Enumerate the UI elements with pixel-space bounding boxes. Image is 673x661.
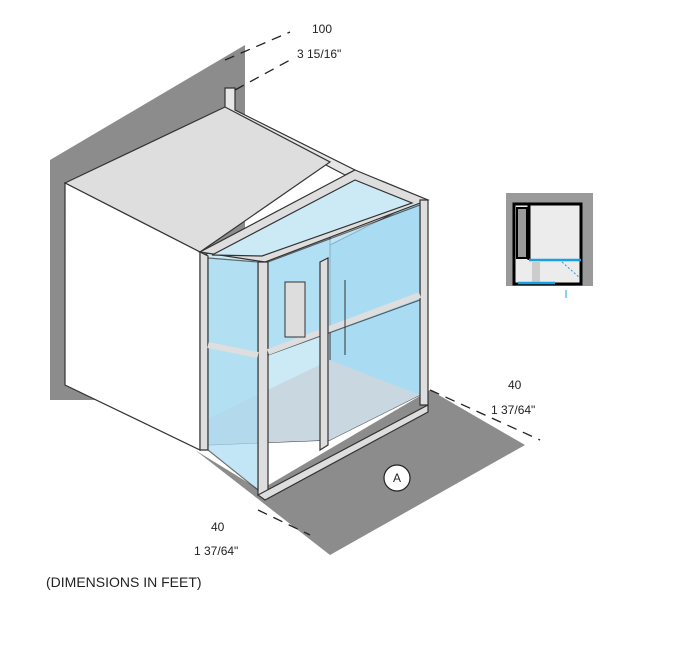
- shower-panel: [284, 281, 306, 338]
- top-dimension-value: 100: [312, 22, 333, 36]
- dimension-lines: [224, 31, 541, 536]
- floor-shadow: [195, 390, 525, 555]
- dimensions-caption: (DIMENSIONS IN FEET): [46, 574, 202, 590]
- front-dimension-imperial: 1 37/64": [194, 544, 239, 558]
- mini-floor-plan: [506, 193, 593, 298]
- right-dimension-value: 40: [508, 378, 522, 392]
- marker-a-circle: [383, 464, 411, 492]
- front-frame: [198, 169, 430, 501]
- front-dimension-value: 40: [211, 520, 225, 534]
- right-dimension-imperial: 1 37/64": [491, 403, 536, 417]
- marker-a-label: A: [393, 471, 402, 485]
- top-dimension-imperial: 3 15/16": [297, 47, 342, 61]
